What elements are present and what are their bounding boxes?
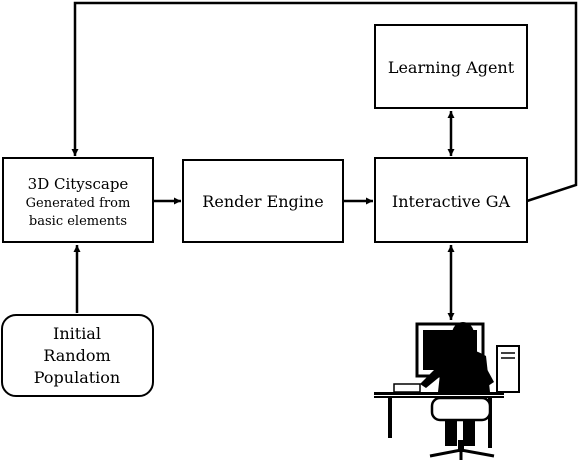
cityscape-line-3: basic elements (29, 214, 127, 229)
render-engine-node: Render Engine (182, 159, 344, 243)
interactive-ga-label: Interactive GA (392, 192, 511, 211)
render-engine-label: Render Engine (202, 192, 323, 211)
cityscape-node: 3D Cityscape Generated from basic elemen… (2, 157, 154, 243)
cityscape-line-1: 3D Cityscape (28, 175, 129, 193)
interactive-ga-node: Interactive GA (374, 157, 528, 243)
initial-line-2: Random (43, 346, 110, 365)
learning-agent-label: Learning Agent (388, 58, 515, 77)
initial-line-1: Initial (53, 324, 101, 343)
cityscape-line-2: Generated from (26, 196, 131, 211)
learning-agent-node: Learning Agent (374, 24, 528, 109)
initial-population-node: Initial Random Population (1, 314, 154, 397)
arrow-feedback-iga-to-cityscape (71, 1, 578, 203)
user-at-computer-icon (374, 322, 520, 460)
initial-line-3: Population (34, 368, 120, 387)
